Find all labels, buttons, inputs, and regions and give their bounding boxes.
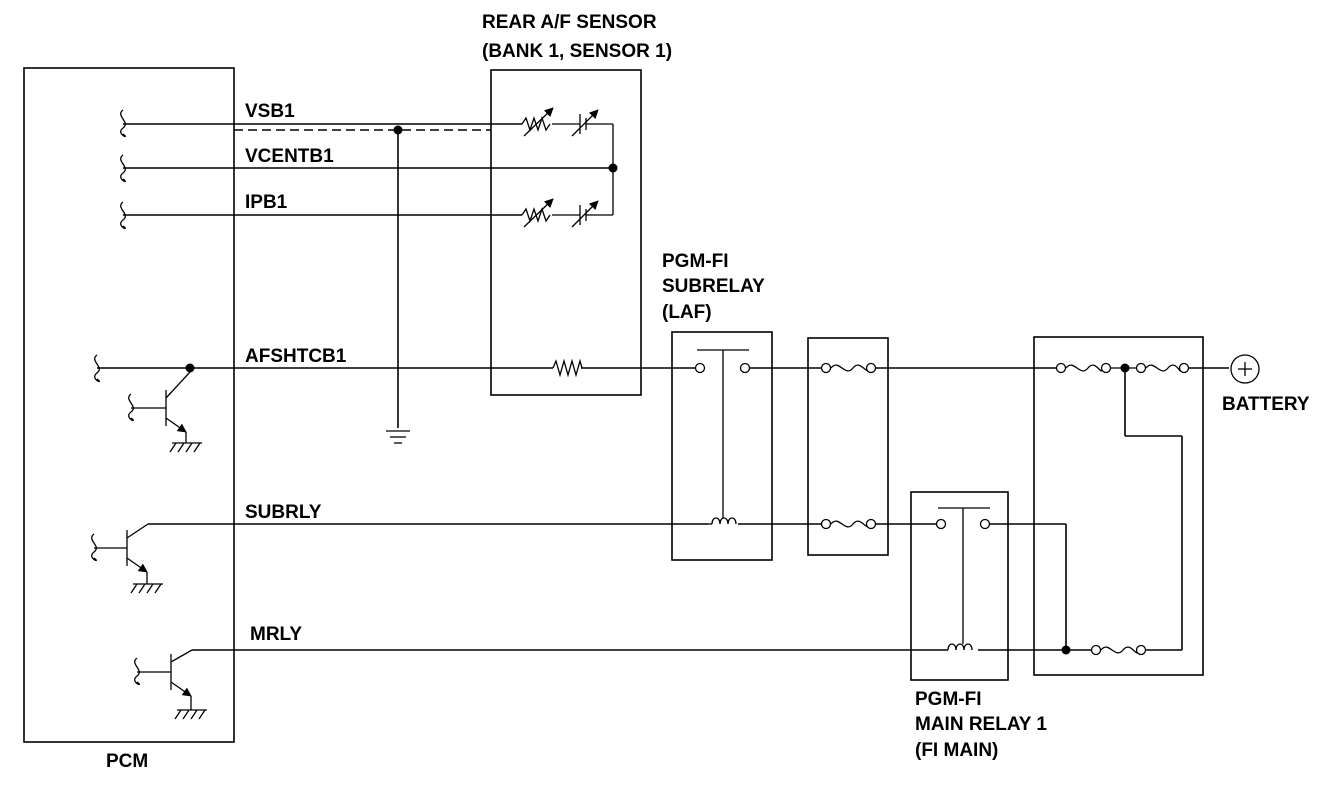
pcm-label: PCM xyxy=(106,751,148,772)
signal-subrly: SUBRLY xyxy=(245,502,322,523)
signal-afshtcb1: AFSHTCB1 xyxy=(245,346,347,367)
subrelay-internals xyxy=(694,349,751,525)
main-relay-internals xyxy=(935,507,991,651)
signal-vcentb1: VCENTB1 xyxy=(245,146,334,167)
signal-wires xyxy=(97,123,1229,651)
ground-symbols xyxy=(130,430,410,720)
fuses xyxy=(820,362,1190,656)
mainrelay-label-line1: PGM-FI xyxy=(915,689,982,710)
transistors xyxy=(94,368,193,710)
junction-dots xyxy=(185,125,1130,655)
mainrelay-label-line3: (FI MAIN) xyxy=(915,740,998,761)
signal-mrly: MRLY xyxy=(250,624,302,645)
battery-positive-icon xyxy=(1230,354,1260,384)
subrelay-label-line1: PGM-FI xyxy=(662,251,729,272)
subrelay-label-line2: SUBRELAY xyxy=(662,276,765,297)
battery-label: BATTERY xyxy=(1222,394,1310,415)
fuse-box-right xyxy=(1033,336,1204,676)
sensor-title-line2: (BANK 1, SENSOR 1) xyxy=(482,41,672,62)
sensor-title-line1: REAR A/F SENSOR xyxy=(482,12,657,33)
sensor-internals xyxy=(521,107,614,378)
main-relay-box xyxy=(910,491,1009,681)
rear-af-sensor-box xyxy=(490,69,642,396)
pcm-box xyxy=(23,67,235,743)
fuse-box-middle xyxy=(807,337,889,556)
signal-vsb1: VSB1 xyxy=(245,101,295,122)
signal-ipb1: IPB1 xyxy=(245,192,288,213)
pcm-internal-breaks xyxy=(91,109,140,686)
mainrelay-label-line2: MAIN RELAY 1 xyxy=(915,714,1047,735)
subrelay-box xyxy=(671,331,773,561)
subrelay-label-line3: (LAF) xyxy=(662,302,712,323)
